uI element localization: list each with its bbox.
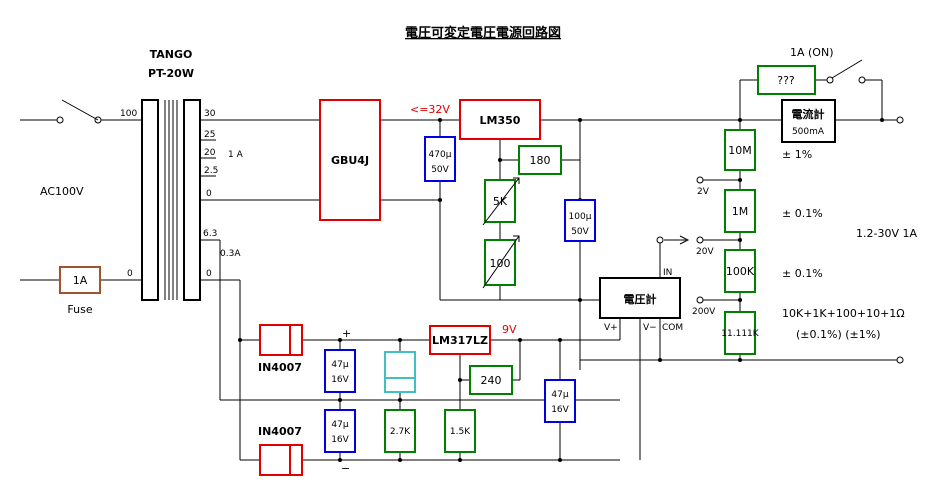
- vin-note: <=32V: [410, 103, 450, 116]
- aux-capacitor-2: [324, 409, 356, 453]
- power-switch: [56, 99, 102, 124]
- aux-cap-3-voltage: 16V: [551, 405, 569, 415]
- resistor-11k-label: 11.111K: [721, 329, 759, 339]
- range-20v-terminal: [696, 236, 704, 244]
- tap-6-3: 6.3: [203, 229, 217, 239]
- resistor-240-label: 240: [481, 374, 502, 387]
- shunt-switch: [826, 59, 866, 84]
- resistor-180: [518, 145, 562, 175]
- diode-top-label: IN4007: [258, 361, 302, 374]
- tap-20: 20: [204, 148, 216, 158]
- output-terminal-plus: [896, 116, 904, 124]
- tap-2-5: 2.5: [204, 166, 218, 176]
- tap-0-3a: 0.3A: [220, 249, 241, 259]
- diode-bottom: [259, 444, 303, 476]
- range-200v-label: 200V: [692, 307, 716, 317]
- tap-30: 30: [204, 109, 216, 119]
- diode-bottom-label: IN4007: [258, 425, 302, 438]
- range-200v-terminal: [696, 296, 704, 304]
- resistor-180-label: 180: [530, 154, 551, 167]
- aux-output-voltage: 9V: [502, 323, 517, 336]
- resistor-1-5k: [444, 409, 476, 453]
- ac-input-label: AC100V: [40, 185, 84, 198]
- resistor-1m: [724, 189, 756, 233]
- pot-100: [482, 235, 520, 289]
- pot-5k: [482, 177, 520, 226]
- range-2v-terminal: [696, 176, 704, 184]
- ammeter: [781, 99, 836, 143]
- resistor-1m-label: 1M: [732, 205, 749, 218]
- voltmeter-vminus: V−: [643, 323, 657, 333]
- transformer: [141, 99, 216, 301]
- output-cap-value: 100μ: [569, 212, 592, 222]
- tap-25: 25: [204, 130, 215, 140]
- resistor-240: [469, 365, 513, 395]
- bridge-rectifier: [319, 99, 381, 221]
- input-cap-value: 470μ: [429, 150, 452, 160]
- voltmeter: [599, 277, 681, 319]
- output-terminal-minus: [896, 356, 904, 364]
- range-2v-label: 2V: [697, 187, 710, 197]
- resistor-100k-label: 100K: [726, 265, 755, 278]
- voltmeter-com: COM: [662, 323, 683, 333]
- resistor-2-7k-label: 2.7K: [390, 427, 411, 437]
- shunt-resistor: [757, 65, 816, 95]
- lm350-regulator: [459, 99, 541, 140]
- aux-cap-2-voltage: 16V: [331, 435, 349, 445]
- lm350-label: LM350: [480, 114, 521, 127]
- diode-top: [259, 324, 303, 356]
- ammeter-label: 電流計: [792, 107, 825, 121]
- fuse-value: 1A: [73, 274, 88, 287]
- aux-cap-2-value: 47μ: [331, 420, 348, 430]
- plus-sign: +: [342, 327, 351, 340]
- tap-primary-100: 100: [120, 109, 137, 119]
- tap-0b: 0: [206, 269, 212, 279]
- resistor-10m: [724, 129, 756, 171]
- selector-common: [656, 236, 664, 244]
- aux-led: [384, 351, 416, 393]
- pot-5k-label: 5K: [493, 195, 508, 208]
- aux-capacitor-3: [544, 379, 576, 423]
- aux-cap-1-voltage: 16V: [331, 375, 349, 385]
- tap-current: 1 A: [228, 150, 244, 160]
- resistor-10m-label: 10M: [728, 144, 752, 157]
- diagram-title: 電圧可変定電圧電源回路図: [405, 25, 561, 41]
- fuse: [59, 266, 101, 294]
- voltmeter-vplus: V+: [604, 323, 618, 333]
- input-capacitor: [424, 136, 456, 182]
- aux-capacitor-1: [324, 349, 356, 393]
- ammeter-range: 500mA: [792, 127, 825, 137]
- aux-cap-3-value: 47μ: [551, 390, 568, 400]
- output-cap-voltage: 50V: [571, 227, 589, 237]
- resistor-combo: 10K+1K+100+10+1Ω: [782, 307, 905, 320]
- resistor-11k: [724, 311, 756, 355]
- shunt-switch-label: 1A (ON): [790, 46, 834, 59]
- shunt-label: ???: [777, 74, 795, 87]
- tap-primary-0: 0: [127, 269, 133, 279]
- input-cap-voltage: 50V: [431, 165, 449, 175]
- resistor-100k-tolerance: ± 0.1%: [782, 267, 823, 280]
- resistor-combo-tolerance: (±0.1%) (±1%): [796, 328, 881, 341]
- voltmeter-label: 電圧計: [624, 292, 657, 306]
- bridge-label: GBU4J: [331, 154, 369, 167]
- resistor-2-7k: [384, 409, 416, 453]
- resistor-1-5k-label: 1.5K: [450, 427, 471, 437]
- resistor-1m-tolerance: ± 0.1%: [782, 207, 823, 220]
- range-20v-label: 20V: [696, 247, 714, 257]
- tap-0: 0: [206, 189, 212, 199]
- transformer-model: PT-20W: [148, 67, 194, 80]
- output-capacitor: [564, 199, 596, 242]
- resistor-10m-tolerance: ± 1%: [782, 148, 812, 161]
- lm317lz-label: LM317LZ: [432, 334, 488, 347]
- aux-cap-1-value: 47μ: [331, 360, 348, 370]
- resistor-100k: [724, 249, 756, 293]
- fuse-label: Fuse: [67, 303, 92, 316]
- minus-sign: −: [341, 462, 350, 475]
- voltmeter-in: IN: [663, 268, 672, 278]
- lm317lz-regulator: [429, 325, 491, 355]
- pot-100-label: 100: [490, 257, 511, 270]
- transformer-brand: TANGO: [150, 48, 193, 61]
- output-range-label: 1.2-30V 1A: [856, 227, 917, 240]
